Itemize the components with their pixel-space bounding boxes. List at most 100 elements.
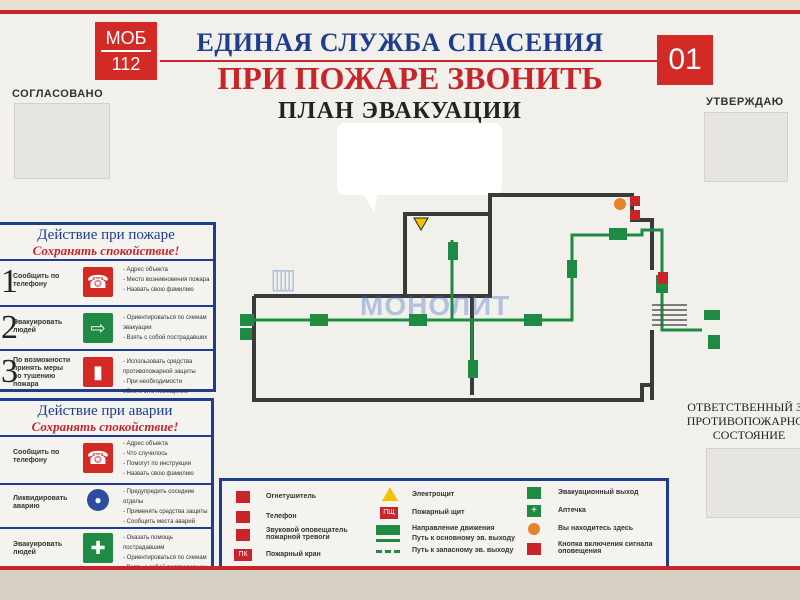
responsible-line-1: ОТВЕТСТВЕННЫЙ ЗА	[687, 400, 800, 414]
exit-icon	[527, 487, 541, 499]
helmet-icon: ●	[87, 489, 109, 511]
legend-label: Направление движения	[412, 525, 495, 532]
fire-actions-panel: Действие при пожаре Сохранять спокойстви…	[0, 222, 216, 395]
bullet: - Адрес объекта	[123, 267, 168, 273]
electric-icon	[382, 487, 398, 501]
legend-label: Путь к основному эв. выходу	[412, 535, 516, 542]
alarm-button-icon	[630, 196, 640, 206]
mob-112-box: МОБ 112	[95, 22, 157, 80]
fire-step-number: 3	[1, 353, 18, 390]
you-are-here-icon	[528, 523, 540, 535]
responsible-line-2: ПРОТИВОПОЖАРНОЕ	[686, 414, 800, 428]
accident-step-3: Эвакуировать людей ✚ - Оказать помощь по…	[0, 527, 211, 571]
legend-label: Путь к запасному эв. выходу	[412, 547, 514, 554]
alarm-icon	[236, 529, 250, 541]
top-frame	[0, 0, 800, 10]
extinguisher-icon	[236, 491, 250, 503]
approved-stamp-area	[14, 103, 110, 179]
fire-step-bullets: - Адрес объекта - Место возникновения по…	[123, 265, 209, 295]
legend-label: Звуковой оповещатель пожарной тревоги	[266, 527, 348, 541]
fire-step-1: 1 Сообщить по телефону ☎ - Адрес объекта…	[0, 259, 213, 305]
legend-label: Эвакуационный выход	[558, 489, 639, 496]
title-divider	[160, 60, 660, 62]
accident-step-bullets: - Адрес объекта - Что случилось - Помогу…	[123, 439, 194, 479]
exit-sign-icon	[240, 314, 254, 326]
fire-step-number: 1	[1, 263, 18, 300]
responsible-person-caption: ОТВЕТСТВЕННЫЙ ЗА ПРОТИВОПОЖАРНОЕ СОСТОЯН…	[684, 400, 800, 442]
top-red-border	[0, 10, 800, 14]
phone-icon	[236, 511, 250, 523]
bullet: - При необходимости обесточить помещение	[123, 379, 189, 395]
running-man-icon: ⇨	[83, 313, 113, 343]
service-title: ЕДИНАЯ СЛУЖБА СПАСЕНИЯ	[196, 28, 604, 57]
extinguisher-icon: ▮	[83, 357, 113, 387]
accident-step-label: Эвакуировать людей	[13, 541, 63, 556]
accident-step-2: Ликвидировать аварию ● - Предупредить со…	[0, 483, 211, 525]
bullet: - Что случилось	[123, 451, 168, 457]
bottom-frame	[0, 570, 800, 600]
confirm-stamp-area	[704, 112, 788, 182]
electric-hazard-icon	[413, 217, 429, 231]
fire-step-3: 3 По возможности принять меры по тушению…	[0, 349, 213, 395]
responsible-line-3: СОСТОЯНИЕ	[712, 428, 786, 442]
bullet: - Назвать свою фамилию	[123, 471, 194, 477]
confirm-label: УТВЕРЖДАЮ	[706, 96, 784, 108]
bullet: - Ориентироваться по схемам эвакуации	[123, 315, 207, 331]
fire-panel-title: Действие при пожаре	[37, 227, 175, 243]
fire-step-bullets: - Ориентироваться по схемам эвакуации - …	[123, 313, 213, 343]
accident-step-1: Сообщить по телефону ☎ - Адрес объекта -…	[0, 435, 211, 481]
bullet: - Применять средства защиты	[123, 509, 208, 515]
fire-step-label: Сообщить по телефону	[13, 273, 60, 288]
bullet: - Адрес объекта	[123, 441, 168, 447]
responsible-stamp-area	[706, 448, 800, 518]
bullet: - Ориентироваться по схемам	[123, 555, 207, 561]
accident-panel-title: Действие при аварии	[37, 403, 173, 419]
direction-icon	[376, 525, 400, 535]
fire-step-number: 2	[1, 309, 18, 346]
accident-step-label: Ликвидировать аварию	[13, 495, 68, 510]
bullet: - Место возникновения пожара	[123, 277, 210, 283]
first-aid-icon: +	[527, 505, 541, 517]
bullet: - Назвать свою фамилию	[123, 287, 194, 293]
spare-path-icon	[376, 550, 400, 553]
alarm-button-icon	[527, 543, 541, 555]
legend-label: Пожарный щит	[412, 509, 465, 516]
fire-step-label: По возможности принять меры по тушению п…	[13, 357, 71, 388]
fire-step-bullets: - Использовать средства противопожарной …	[123, 357, 213, 397]
fire-hose-icon	[658, 272, 668, 284]
fire-step-2: 2 Эвакуировать людей ⇨ - Ориентироваться…	[0, 305, 213, 349]
legend-label: Телефон	[266, 513, 297, 520]
fire-hose-icon: ПК	[234, 549, 252, 561]
approved-label: СОГЛАСОВАНО	[12, 88, 104, 100]
accident-step-label: Сообщить по телефону	[13, 449, 60, 464]
watermark-text: МОНОЛИТ	[360, 290, 511, 321]
legend-label: Электрощит	[412, 491, 455, 498]
fire-board-icon: ПЩ	[380, 507, 398, 519]
you-are-here-icon	[614, 198, 626, 210]
legend-label: Аптечка	[558, 507, 586, 514]
fire-step-label: Эвакуировать людей	[13, 319, 63, 334]
legend-label: Пожарный кран	[266, 551, 321, 558]
legend-label: Кнопка включения сигнала оповещения	[558, 541, 653, 555]
first-aid-icon: ✚	[83, 533, 113, 563]
mob-number: 112	[101, 50, 151, 76]
legend-label: Огнетушитель	[266, 493, 317, 500]
bullet: - Взять с собой пострадавших	[123, 335, 208, 341]
phone-icon: ☎	[83, 443, 113, 473]
main-path-icon	[376, 539, 400, 542]
watermark-icon: ▥	[270, 263, 297, 294]
fire-call-title: ПРИ ПОЖАРЕ ЗВОНИТЬ	[217, 60, 603, 96]
phone-icon: ☎	[83, 267, 113, 297]
bullet: - Предупредить соседние отделы	[123, 489, 195, 505]
bullet: - Использовать средства противопожарной …	[123, 359, 196, 375]
bullet: - Помогут по инструкции	[123, 461, 192, 467]
mob-label: МОБ	[105, 28, 147, 48]
call-number-box: 01	[657, 35, 713, 85]
legend-panel: Огнетушитель Телефон Звуковой оповещател…	[219, 478, 669, 570]
bottom-red-border	[0, 566, 800, 570]
redaction-bubble-tail	[362, 192, 378, 212]
redaction-bubble	[337, 123, 502, 195]
bullet: - Оказать помощь пострадавшим	[123, 535, 173, 551]
floor-plan	[240, 193, 720, 402]
